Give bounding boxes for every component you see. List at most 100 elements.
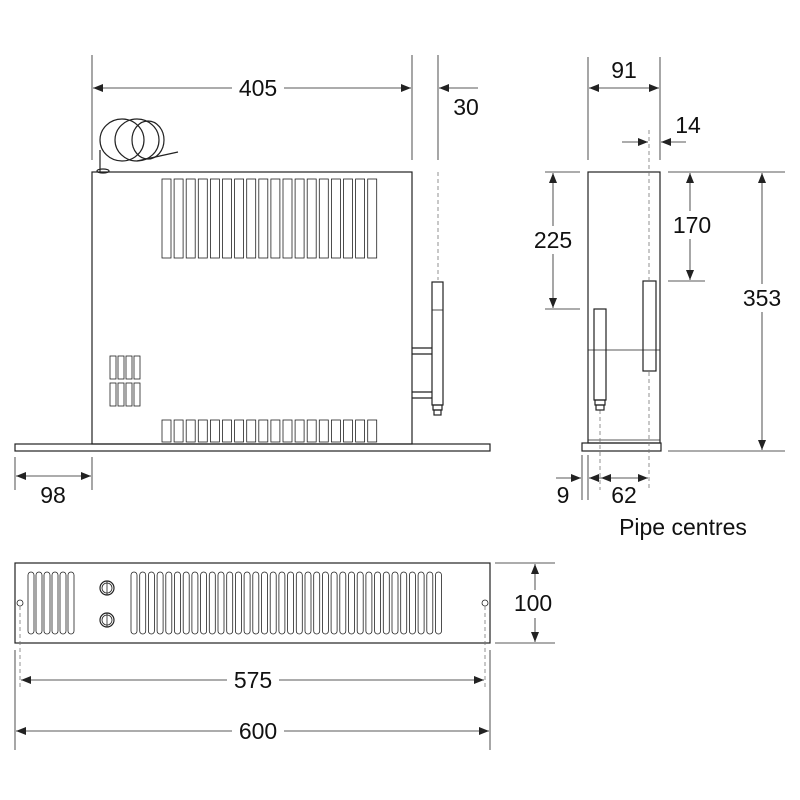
- bottom-louvres: [161, 419, 378, 443]
- slot: [59, 571, 67, 635]
- slot: [174, 571, 181, 635]
- slot: [295, 571, 303, 635]
- end-view: 91 14 225 170 353 9 62 Pipe centres: [528, 57, 788, 540]
- slot: [165, 571, 173, 635]
- slot: [161, 419, 172, 443]
- front-grille: [14, 562, 491, 644]
- dim-upper-pipe-height: 170: [673, 212, 711, 238]
- slot: [222, 178, 232, 259]
- pipe-bracket: [412, 172, 444, 416]
- slot: [222, 419, 232, 443]
- slot: [435, 571, 442, 635]
- lower-pipe: [593, 308, 607, 401]
- slot: [287, 571, 295, 635]
- slot: [156, 571, 164, 635]
- slot: [304, 571, 312, 635]
- slot: [161, 178, 172, 259]
- control-knob-icon[interactable]: [99, 580, 115, 596]
- slot: [258, 178, 269, 259]
- slot: [197, 419, 208, 443]
- dim-pipe-from-back: 14: [675, 112, 701, 138]
- slot: [306, 178, 317, 259]
- slot: [426, 571, 434, 635]
- slot: [234, 178, 245, 259]
- slot: [246, 178, 257, 259]
- dim-pipe-centres: 62: [611, 482, 637, 508]
- dim-front-height: 100: [514, 590, 552, 616]
- slot: [217, 571, 225, 635]
- slot: [355, 178, 366, 259]
- slot: [252, 571, 260, 635]
- slot: [313, 571, 321, 635]
- slot: [139, 571, 147, 635]
- slot: [356, 571, 364, 635]
- slot: [321, 571, 329, 635]
- slot: [182, 571, 190, 635]
- control-vents: [109, 355, 141, 407]
- slot: [243, 571, 251, 635]
- slot: [109, 382, 117, 407]
- slot: [270, 419, 281, 443]
- slot: [408, 571, 416, 635]
- slot: [306, 419, 317, 443]
- slot: [343, 419, 353, 443]
- slot: [367, 178, 378, 259]
- side-view: 405 30 98: [14, 55, 491, 508]
- slot: [294, 178, 305, 259]
- dim-depth: 91: [611, 57, 637, 83]
- slot: [382, 571, 390, 635]
- top-louvres: [161, 178, 378, 259]
- slot: [261, 571, 268, 635]
- slot: [191, 571, 199, 635]
- pipe-centres-label: Pipe centres: [619, 514, 747, 540]
- slot: [117, 355, 125, 380]
- fixing-hole-left: [16, 599, 24, 607]
- slot: [269, 571, 277, 635]
- slot: [391, 571, 399, 635]
- dim-width-600: 600: [239, 718, 277, 744]
- slot: [282, 419, 293, 443]
- slot: [173, 419, 184, 443]
- slot: [278, 571, 286, 635]
- slot: [339, 571, 347, 635]
- front-view: 100 575 600: [14, 562, 560, 750]
- slot: [234, 571, 242, 635]
- slot: [27, 571, 35, 635]
- slot: [197, 178, 208, 259]
- slot: [125, 382, 133, 407]
- slot: [200, 571, 208, 635]
- slot: [282, 178, 293, 259]
- slot: [147, 571, 155, 635]
- slot: [355, 419, 366, 443]
- slot: [117, 382, 125, 407]
- slot: [35, 571, 43, 635]
- dim-fixing-centres: 575: [234, 667, 272, 693]
- grille-slots: [27, 571, 442, 635]
- slot: [226, 571, 234, 635]
- slot: [185, 419, 196, 443]
- slot: [417, 571, 425, 635]
- slot: [374, 571, 382, 635]
- dim-height: 353: [743, 285, 781, 311]
- base-plate: [14, 443, 491, 452]
- slot: [43, 571, 51, 635]
- slot: [318, 419, 329, 443]
- slot: [209, 178, 220, 259]
- slot: [125, 355, 133, 380]
- slot: [270, 178, 281, 259]
- slot: [330, 178, 341, 259]
- cable-coil-icon: [96, 118, 179, 174]
- slot: [51, 571, 59, 635]
- slot: [185, 178, 196, 259]
- dim-base-offset: 98: [40, 482, 66, 508]
- end-base: [581, 442, 662, 452]
- slot: [130, 571, 138, 635]
- dim-pipe-offset: 30: [453, 94, 479, 120]
- slot: [173, 178, 184, 259]
- slot: [348, 571, 355, 635]
- slot: [133, 382, 141, 407]
- control-knob-icon[interactable]: [99, 612, 115, 628]
- slot: [208, 571, 216, 635]
- slot: [133, 355, 141, 380]
